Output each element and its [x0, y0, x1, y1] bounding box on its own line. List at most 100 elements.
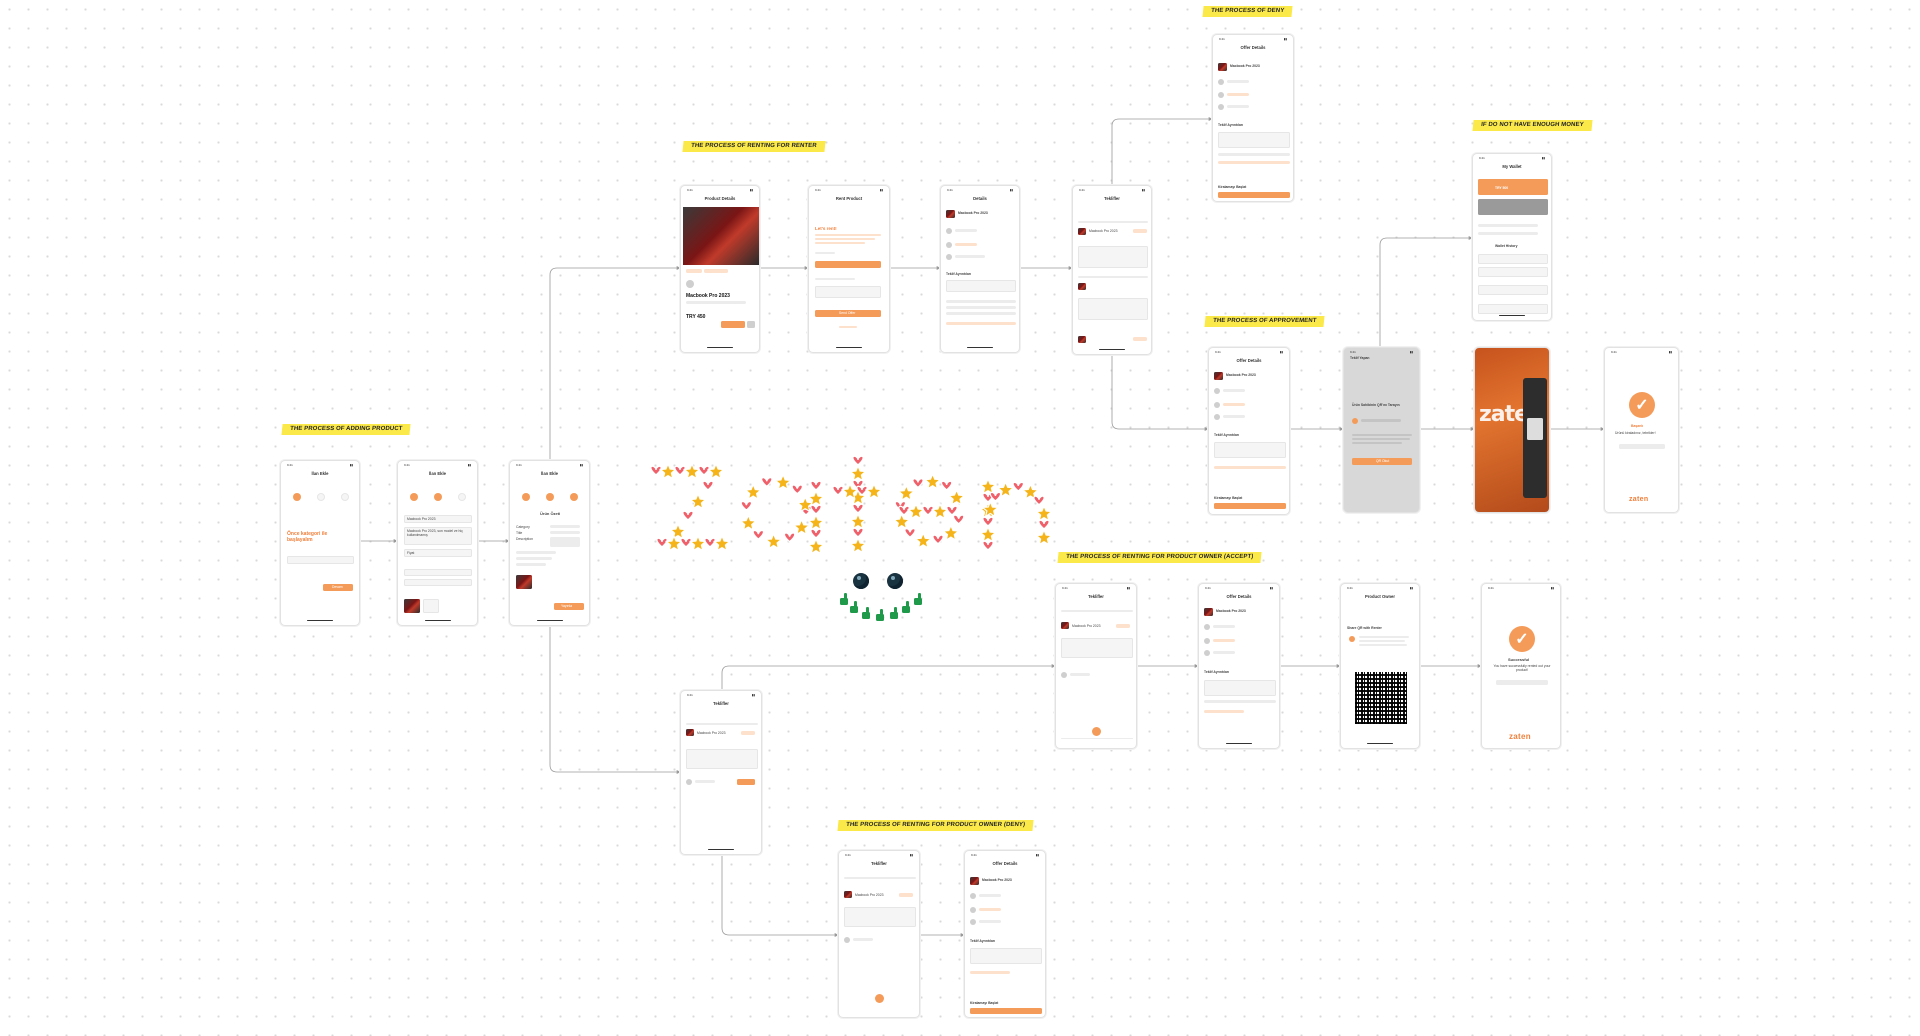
logo-star [792, 518, 811, 536]
send-offer-button[interactable] [815, 310, 881, 317]
product-image [683, 207, 759, 265]
logo-heart [852, 455, 864, 466]
logo-star [996, 480, 1015, 498]
logo-star [848, 512, 868, 530]
start-rental-button[interactable] [970, 1008, 1042, 1014]
offer-card[interactable] [1061, 638, 1133, 658]
blocked-balance-card [1478, 199, 1548, 215]
offer-card[interactable] [686, 749, 758, 769]
logo-heart [946, 505, 958, 516]
step-indicator [341, 493, 349, 501]
offer-card[interactable] [1078, 298, 1148, 320]
label-approvement: THE PROCESS OF APPROVEMENT [1204, 316, 1325, 327]
home-button[interactable] [1619, 444, 1665, 449]
screen-title: Offer Details [1240, 45, 1266, 50]
tab-bar-center-button[interactable] [1092, 727, 1101, 736]
arrow-add3-product-details [549, 266, 681, 460]
screen-offer-details-owner-deny: 9:41▮▮ Offer Details Macbook Pro 2023 Te… [964, 850, 1046, 1018]
screen-success-owner: 9:41▮▮ ✓ Successful You have successfull… [1481, 583, 1561, 749]
price-field[interactable] [404, 549, 472, 557]
thumb-icon [914, 598, 922, 605]
section-title: Teklif Ayrıntıları [970, 939, 996, 943]
screen-title: Offer Details [992, 861, 1018, 866]
logo-star [706, 462, 726, 480]
rent-product-button[interactable] [721, 321, 745, 328]
screen-title: İlan Ekle [429, 471, 446, 476]
thumb-icon [844, 593, 847, 599]
screen-add-product-step3: 9:41▮▮ İlan Ekle Ürün Özeti Category Tit… [509, 460, 590, 626]
start-rental-button[interactable] [1218, 192, 1290, 198]
scan-qr-button[interactable] [1352, 458, 1412, 465]
continue-button-label: Devam [332, 585, 343, 589]
logo-star [774, 473, 793, 491]
avatar [686, 280, 694, 288]
logo-star [864, 482, 884, 500]
logo-star [923, 472, 942, 490]
continue-button[interactable] [323, 584, 353, 591]
logo-heart [856, 485, 868, 496]
thumb-icon [918, 593, 921, 599]
logo-star [744, 482, 763, 501]
logo-star [848, 464, 868, 482]
offer-item-name: Macbook Pro 2023 [697, 731, 726, 735]
screen-title: Offer Details [1226, 594, 1252, 599]
logo-heart [650, 465, 662, 476]
screen-title: Product Owner [1364, 594, 1395, 599]
arrow-offersowner-accept [721, 664, 1056, 690]
screen-details: 9:41▮▮ Details Macbook Pro 2023 Teklif A… [940, 185, 1020, 353]
arrow-add3-offers-owner [549, 625, 681, 774]
offer-card[interactable] [1078, 246, 1148, 268]
logo-heart [1038, 519, 1050, 530]
product-name: Macbook Pro 2023 [686, 293, 730, 299]
screen-product-details: 9:41▮▮ Product Details Macbook Pro 2023 … [680, 185, 760, 353]
logo-heart [680, 537, 692, 548]
category-select[interactable] [287, 556, 354, 564]
logo-star [840, 482, 860, 500]
screen-product-owner-qr: 9:41▮▮ Product Owner Share QR with Rente… [1340, 583, 1420, 749]
logo-heart [810, 480, 822, 491]
description-field[interactable] [404, 527, 472, 545]
product-name: Macbook Pro 2023 [1216, 609, 1246, 613]
arrow-offersowner-deny [721, 855, 839, 937]
tab-bar-center-button[interactable] [875, 994, 884, 1003]
balance-card [1478, 179, 1548, 195]
date-picker-button[interactable] [815, 261, 881, 268]
logo-heart [898, 505, 910, 516]
publish-button[interactable] [554, 603, 584, 610]
thumb-icon [906, 601, 909, 607]
section-title: Teklif Ayrıntıları [946, 272, 972, 276]
logo-heart [852, 527, 864, 538]
screen-title: Product Details [704, 196, 736, 201]
label-adding-product: THE PROCESS OF ADDING PRODUCT [281, 424, 411, 435]
success-check-icon: ✓ [1509, 626, 1535, 652]
zaten-logo: zaten [1509, 732, 1531, 741]
title-field[interactable] [404, 515, 472, 523]
success-title: Successful [1508, 657, 1530, 662]
start-rental-button[interactable] [1214, 503, 1286, 509]
home-button[interactable] [1496, 680, 1548, 685]
screen-title: Teklifler [713, 701, 729, 706]
add-photo-button[interactable] [423, 599, 439, 613]
section-title: Teklif Ayrıntıları [1218, 123, 1244, 127]
screen-offer-details-deny: 9:41▮▮ Offer Details Macbook Pro 2023 Te… [1212, 34, 1294, 202]
logo-star [712, 534, 732, 552]
logo-heart [832, 485, 844, 496]
logo-heart [904, 528, 916, 538]
thumb-icon [894, 607, 897, 613]
logo-heart [932, 534, 944, 545]
logo-heart [674, 465, 686, 476]
logo-star [1034, 528, 1054, 546]
logo-star [764, 532, 783, 550]
thumb-icon [862, 612, 870, 619]
section-title: Wallet History [1495, 244, 1518, 248]
logo-heart [704, 537, 716, 548]
offer-item-name: Macbook Pro 2023 [1072, 624, 1101, 628]
logo-heart [761, 477, 773, 488]
logo-star [682, 462, 702, 480]
product-photo [516, 575, 532, 589]
message-field[interactable] [815, 286, 881, 298]
accept-button[interactable] [737, 779, 755, 785]
step-indicator [317, 493, 325, 501]
offer-card[interactable] [844, 907, 916, 927]
